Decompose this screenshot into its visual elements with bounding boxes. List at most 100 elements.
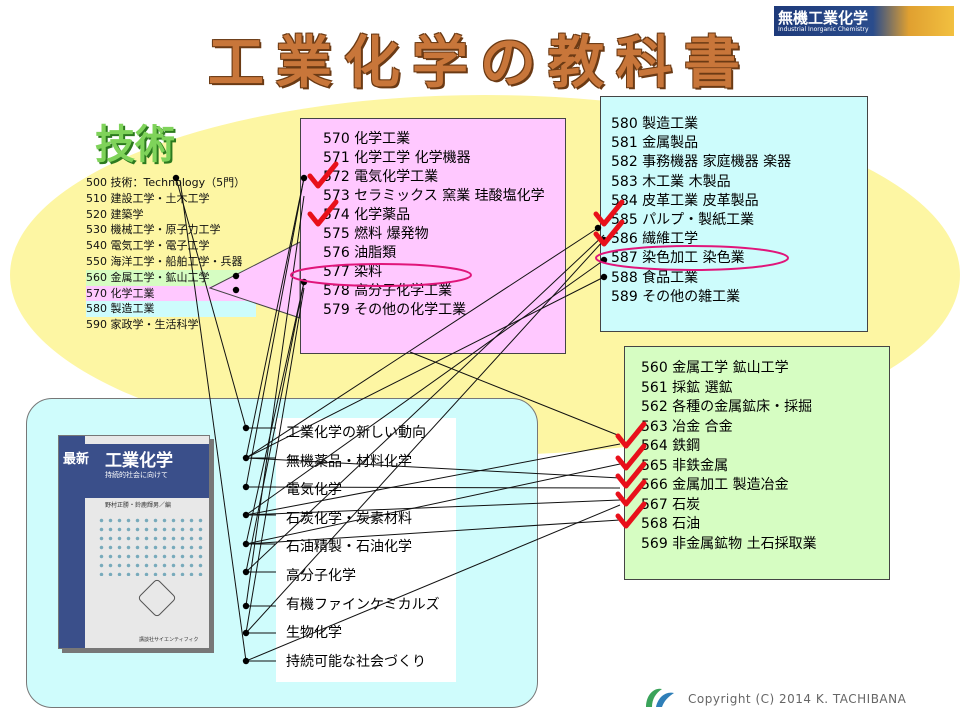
- ndc-560-box: 560 金属工学 鉱山工学 561 採鉱 選鉱 562 各種の金属鉱床・採掘 563 …: [624, 346, 890, 580]
- ndc-entry: 578 高分子化学工業: [323, 283, 453, 299]
- connector-line: [245, 499, 621, 516]
- ndc-class-item: 500 技術：Technology（5門）: [86, 176, 246, 189]
- connector-line: [245, 259, 605, 516]
- book-author: 野村正勝・鈴鹿輝男／編: [105, 502, 172, 509]
- ndc-entry: 571 化学工学 化学機器: [323, 150, 471, 166]
- ndc-entry: 577 染料: [323, 264, 383, 280]
- connector-dot: [600, 273, 608, 281]
- connector-dot: [242, 568, 250, 576]
- ndc-entry: 564 鉄鋼: [641, 438, 701, 454]
- check-icon: [615, 479, 647, 507]
- connector-line: [245, 463, 621, 545]
- connector-line: [179, 179, 247, 662]
- connector-line: [245, 234, 605, 573]
- connector-line: [245, 443, 621, 516]
- connector-line: [245, 504, 621, 662]
- ndc-entry: 562 各種の金属鉱床・採掘: [641, 399, 813, 415]
- check-icon: [615, 421, 647, 449]
- book-tag: 最新: [63, 452, 90, 467]
- ndc-entry: 570 化学工業: [323, 131, 411, 147]
- gijutsu-label: 技術: [95, 122, 175, 168]
- chapter-list: 工業化学の新しい動向無機薬品・材料化学電気化学石炭化学・炭素材料石油精製・石油化…: [276, 418, 456, 682]
- chapter-item: 石油精製・石油化学: [286, 539, 412, 556]
- connector-line: [245, 177, 305, 459]
- connector-dot: [594, 224, 602, 232]
- chapter-item: 高分子化学: [286, 568, 356, 584]
- connector-line: [245, 239, 605, 634]
- copyright-notice: Copyright (C) 2014 K. TACHIBANA: [688, 692, 907, 706]
- book-title: 工業化学: [105, 451, 173, 471]
- ndc-entry: 560 金属工学 鉱山工学: [641, 360, 789, 376]
- connector-line: [245, 457, 621, 479]
- textbook-cover: 最新 工業化学 持続的社会に向けて 野村正勝・鈴鹿輝男／編 講談社サイエンティフ…: [58, 435, 210, 649]
- leaf-logo-icon: [646, 688, 674, 707]
- ndc-entry: 586 繊維工学: [611, 231, 699, 248]
- check-icon: [615, 501, 647, 529]
- ndc-entry: 583 木工業 木製品: [611, 173, 731, 190]
- connector-line: [245, 281, 305, 545]
- chapter-item: 生物化学: [286, 625, 342, 642]
- ndc-entry: 573 セラミックス 窯業 珪酸塩化学: [323, 188, 545, 204]
- chapter-item: 工業化学の新しい動向: [286, 425, 426, 441]
- ndc-entry: 589 その他の雑工業: [611, 288, 741, 305]
- ndc-entry: 588 食品工業: [611, 269, 699, 286]
- ndc-class-item: 520 建築学: [86, 207, 144, 221]
- ndc-entry: 582 事務機器 家庭機器 楽器: [611, 154, 792, 171]
- ndc-entry: 580 製造工業: [611, 116, 699, 132]
- ndc-class-item: 560 金属工学・鉱山工学: [86, 269, 256, 286]
- connector-dot: [172, 174, 180, 182]
- book-title-band: [59, 444, 209, 498]
- connector-line: [245, 227, 599, 459]
- connector-line: [175, 177, 247, 429]
- chapter-item: 持続可能な社会づくり: [286, 653, 426, 670]
- ndc-entry: 563 冶金 合金: [641, 418, 733, 435]
- ndc-entry: 587 染色加工 染色業: [611, 250, 745, 267]
- connector-dot: [242, 424, 250, 432]
- connector-line: [409, 351, 621, 437]
- check-icon: [615, 443, 647, 471]
- highlight-ring-587: [595, 245, 789, 271]
- connector-dot: [300, 174, 308, 182]
- check-icon: [593, 219, 625, 247]
- connector-line: [245, 519, 621, 545]
- connector-line: [245, 281, 305, 573]
- ndc-class-item: 510 建設工学・土木工学: [86, 191, 210, 205]
- ndc-570-box: 570 化学工業 571 化学工学 化学機器 572 電気化学工業 573 セラミック…: [300, 118, 566, 354]
- ndc-entry: 572 電気化学工業: [323, 169, 439, 185]
- connector-dot: [232, 272, 240, 280]
- ndc-entry: 574 化学薬品: [323, 207, 411, 223]
- check-icon: [307, 161, 339, 189]
- ndc-entry: 568 石油: [641, 516, 701, 532]
- connector-dot: [242, 657, 250, 665]
- ndc-class-item: 590 家政学・生活科学: [86, 318, 199, 332]
- ndc-class-item: 550 海洋工学・船舶工学・兵器: [86, 255, 243, 268]
- ndc-entry: 585 パルプ・製紙工業: [611, 212, 755, 228]
- book-publisher: 講談社サイエンティフィク: [139, 637, 199, 643]
- connector-dot: [242, 602, 250, 610]
- highlight-ring-577: [290, 263, 472, 287]
- connector-dot: [242, 629, 250, 637]
- connector-dot: [232, 286, 240, 294]
- book-cover-pattern: [97, 516, 203, 576]
- connector-line: [245, 486, 621, 489]
- check-icon: [307, 199, 339, 227]
- ndc-entry: 584 皮革工業 皮革製品: [611, 192, 759, 209]
- chapter-item: 有機ファインケミカルズ: [286, 596, 440, 613]
- ndc-entry: 576 油脂類: [323, 245, 397, 261]
- ndc-entry: 579 その他の化学工業: [323, 302, 467, 318]
- check-icon: [593, 199, 625, 227]
- ndc-entry: 581 金属製品: [611, 135, 699, 152]
- ndc-class-item: 540 電気工学・電子工学: [86, 239, 210, 253]
- ndc-580-box: 580 製造工業 581 金属製品 582 事務機器 家庭機器 楽器 583 木工業 …: [600, 96, 868, 332]
- connector-line: [245, 195, 305, 607]
- ndc-entry: 565 非鉄金属: [641, 457, 729, 474]
- ndc-entry: 569 非金属鉱物 土石採取業: [641, 535, 817, 552]
- ndc-entry: 567 石炭: [641, 496, 701, 513]
- logo-subtitle: Industrial Inorganic Chemistry: [778, 26, 869, 33]
- ndc-entry: 561 採鉱 選鉱: [641, 379, 733, 396]
- page-title: 工業化学の教科書: [208, 31, 752, 96]
- book-subtitle: 持続的社会に向けて: [105, 471, 168, 479]
- logo-title: 無機工業化学: [778, 9, 869, 27]
- connector-line: [245, 276, 605, 459]
- connector-line: [245, 177, 305, 488]
